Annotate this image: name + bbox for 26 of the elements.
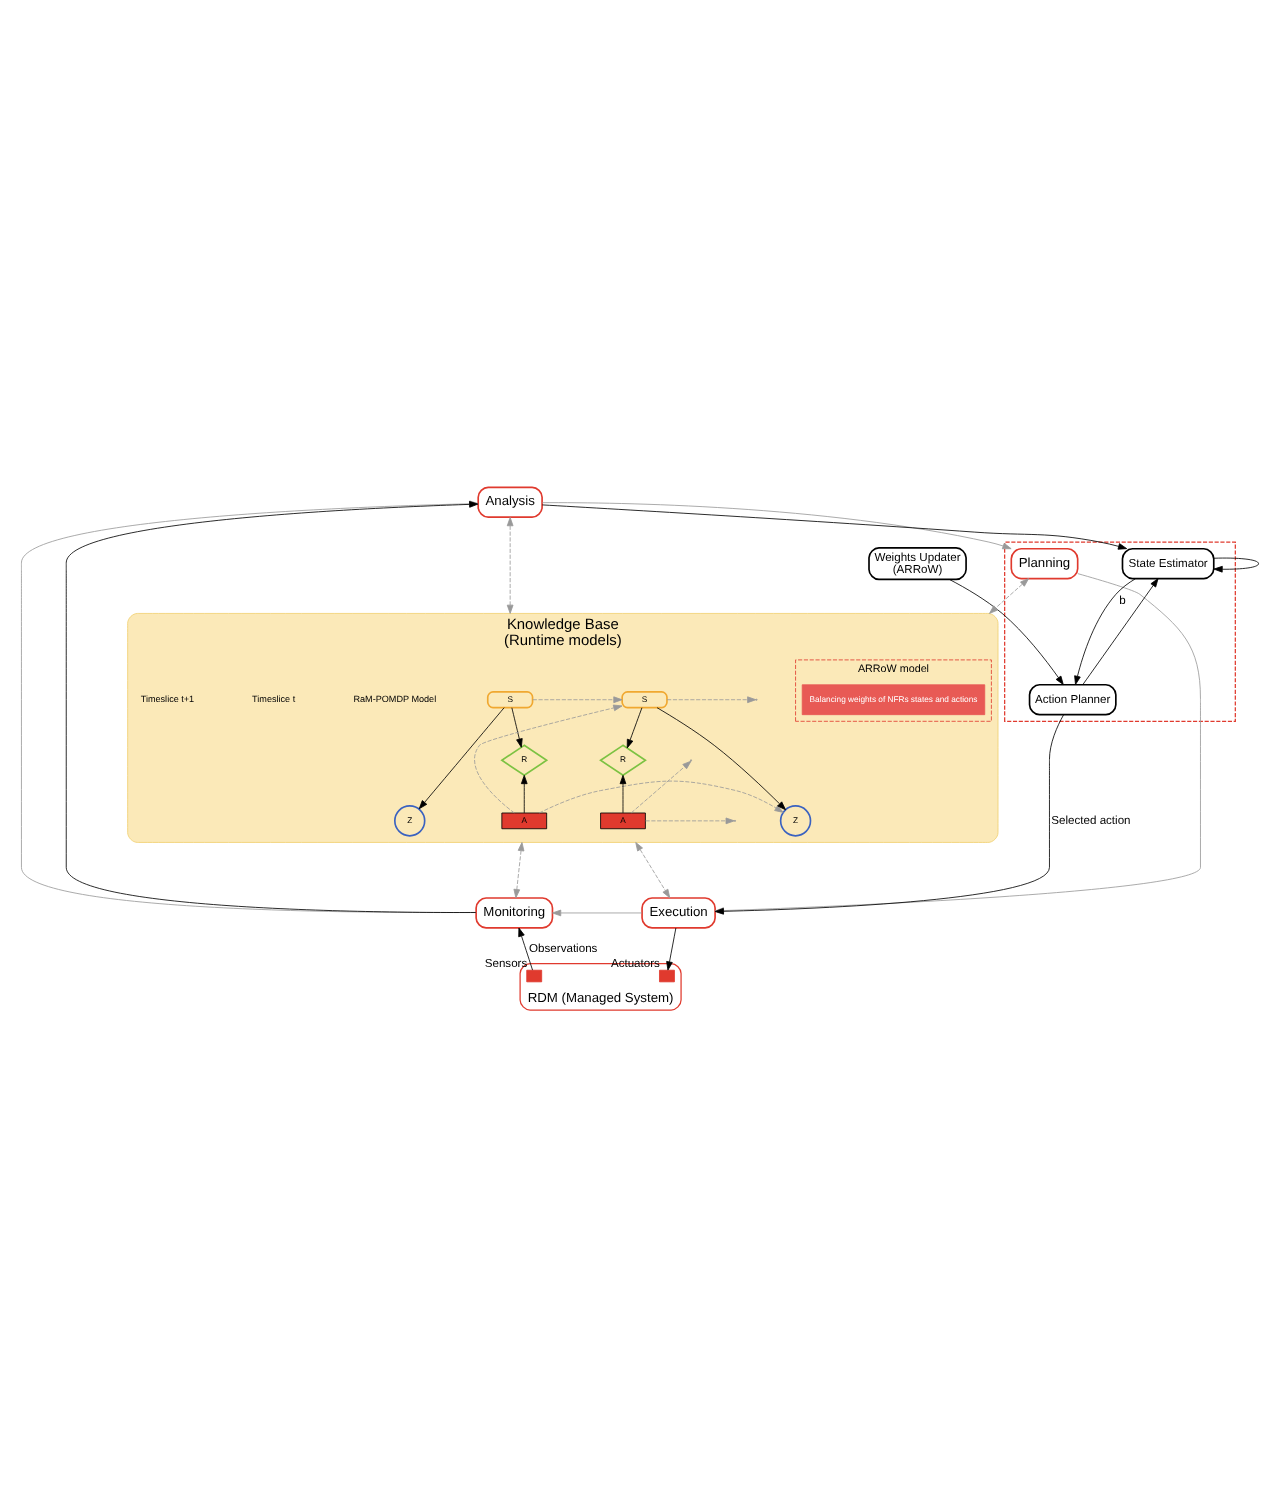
arrow: [630, 759, 692, 813]
arrow: [949, 578, 1064, 684]
arrow: [418, 706, 505, 809]
arrow: [635, 841, 671, 898]
arrow: [619, 773, 627, 813]
arrow: [538, 779, 784, 813]
node-box: [526, 968, 543, 982]
arrow: [532, 695, 623, 703]
node-box: [659, 968, 675, 982]
arrow: [1082, 577, 1159, 684]
arrow: [518, 926, 533, 970]
arrow: [541, 501, 1012, 549]
arrow: [645, 816, 735, 824]
arrow: [541, 503, 1128, 549]
arrow: [1074, 577, 1136, 684]
arrow: [666, 926, 677, 970]
arrow: [989, 577, 1030, 613]
arrow: [506, 516, 514, 613]
arrow: [520, 773, 528, 813]
arrow: [474, 703, 623, 813]
arrow: [511, 706, 523, 747]
arrow: [513, 841, 525, 898]
arrow: [656, 706, 786, 810]
arrow: [626, 706, 643, 748]
arrow: [666, 695, 757, 703]
arrow: [552, 908, 643, 916]
